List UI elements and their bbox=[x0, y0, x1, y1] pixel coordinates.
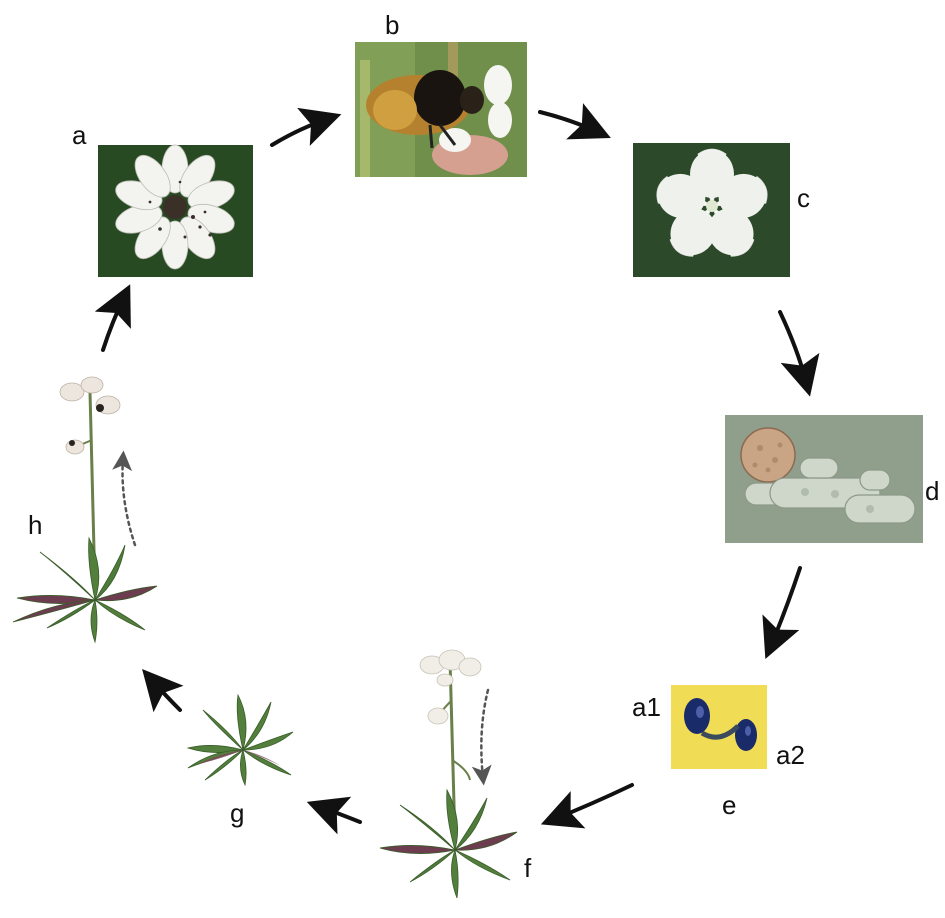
arrow-c-to-d bbox=[780, 312, 807, 385]
label-g: g bbox=[230, 800, 244, 826]
label-f: f bbox=[524, 855, 531, 881]
label-h: h bbox=[28, 512, 42, 538]
photo-d-microscopy bbox=[725, 415, 923, 543]
label-a1: a1 bbox=[632, 694, 661, 720]
arrow-e-to-f bbox=[552, 785, 632, 820]
plant-f-flowering bbox=[380, 650, 517, 898]
photo-b-bee-on-flower bbox=[355, 42, 527, 177]
photo-e-stained-spores bbox=[671, 685, 767, 769]
arrow-d-to-e bbox=[770, 568, 800, 648]
plant-g-rosette bbox=[188, 695, 293, 785]
label-a2: a2 bbox=[776, 742, 805, 768]
label-c: c bbox=[797, 185, 810, 211]
label-a: a bbox=[72, 122, 86, 148]
photo-a-infected-flower bbox=[98, 145, 253, 277]
label-d: d bbox=[925, 478, 939, 504]
arrow-g-to-h bbox=[150, 678, 180, 710]
label-e: e bbox=[722, 792, 736, 818]
dotted-arrow-h-up bbox=[123, 458, 136, 545]
photo-c-healthy-flower bbox=[633, 143, 790, 277]
arrow-h-to-a bbox=[103, 295, 125, 350]
arrow-a-to-b bbox=[272, 118, 330, 145]
label-b: b bbox=[385, 12, 399, 38]
arrow-b-to-c bbox=[540, 112, 600, 133]
dotted-arrow-f-down bbox=[481, 690, 488, 778]
arrow-f-to-g bbox=[318, 806, 360, 822]
